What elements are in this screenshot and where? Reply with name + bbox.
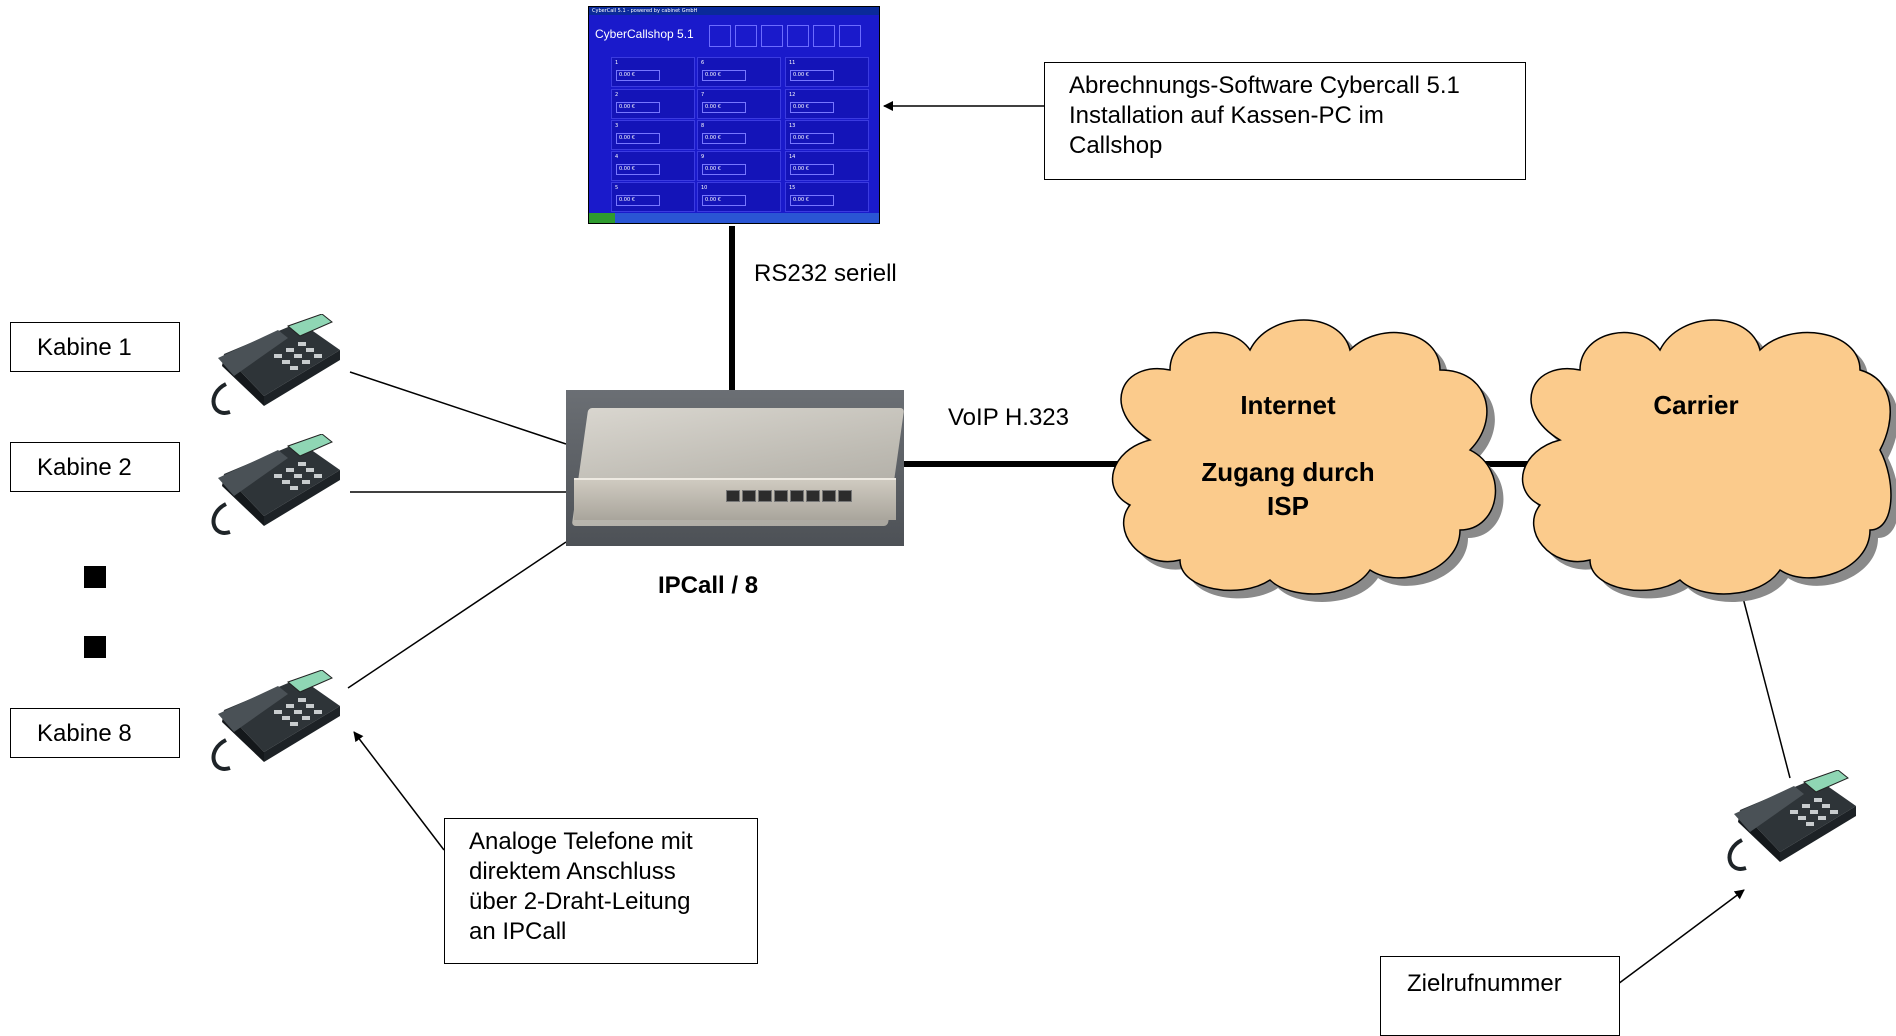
ipcall-device	[566, 390, 904, 546]
cybercall-screenshot: CyberCall 5.1 - powered by cabinet GmbH …	[588, 6, 880, 224]
screenshot-cell-value: 0.00 €	[790, 164, 834, 175]
screenshot-cabin-cell: 9 0.00 €	[697, 151, 781, 181]
screenshot-cell-number: 4	[615, 154, 619, 160]
cabin8-line	[347, 541, 567, 689]
internet-cloud	[1111, 319, 1504, 602]
device-port	[838, 490, 852, 502]
device-port	[758, 490, 772, 502]
rs232-label: RS232 seriell	[754, 260, 897, 287]
screenshot-cabin-cell: 15 0.00 €	[785, 182, 869, 212]
screenshot-tab	[735, 25, 757, 47]
telephone-icon	[1727, 770, 1856, 871]
screenshot-cabin-cell: 13 0.00 €	[785, 120, 869, 150]
device-port	[822, 490, 836, 502]
ellipsis-square	[84, 566, 106, 588]
target-arrow	[1617, 889, 1745, 985]
cabin1-line	[349, 371, 567, 445]
screenshot-cell-value: 0.00 €	[616, 133, 660, 144]
cabin-2-box: Kabine 2	[10, 442, 180, 492]
device-port	[726, 490, 740, 502]
screenshot-taskbar	[589, 213, 879, 223]
screenshot-cabin-cell: 3 0.00 €	[611, 120, 695, 150]
screenshot-title: CyberCallshop 5.1	[595, 27, 694, 41]
internet-cloud-title: Internet	[1240, 390, 1336, 420]
device-port	[806, 490, 820, 502]
screenshot-cabin-cell: 1 0.00 €	[611, 57, 695, 87]
screenshot-cell-number: 9	[701, 154, 705, 160]
screenshot-cabin-cell: 8 0.00 €	[697, 120, 781, 150]
screenshot-cell-number: 7	[701, 92, 705, 98]
cybercall-description-box: Abrechnungs-Software Cybercall 5.1 Insta…	[1044, 62, 1526, 180]
screenshot-cell-number: 8	[701, 123, 705, 129]
screenshot-cell-number: 13	[789, 123, 796, 129]
screenshot-cell-number: 11	[789, 60, 796, 66]
analog-line-2: direktem Anschluss	[469, 858, 676, 885]
device-label: IPCall / 8	[658, 572, 759, 599]
screenshot-cell-number: 6	[701, 60, 705, 66]
screenshot-cabin-cell: 6 0.00 €	[697, 57, 781, 87]
screenshot-tab	[839, 25, 861, 47]
voip-label: VoIP H.323	[948, 404, 1069, 431]
screenshot-cell-number: 3	[615, 123, 619, 129]
screenshot-cell-value: 0.00 €	[702, 102, 746, 113]
analog-line-3: über 2-Draht-Leitung	[469, 888, 691, 915]
screenshot-cell-value: 0.00 €	[616, 195, 660, 206]
screenshot-cell-number: 10	[701, 185, 708, 191]
analog-phones-box: Analoge Telefone mit direktem Anschluss …	[444, 818, 758, 964]
analog-line-1: Analoge Telefone mit	[469, 828, 693, 855]
screenshot-cabin-cell: 11 0.00 €	[785, 57, 869, 87]
cybercall-line-2: Installation auf Kassen-PC im	[1069, 102, 1384, 129]
screenshot-cell-value: 0.00 €	[616, 102, 660, 113]
screenshot-cabin-cell: 12 0.00 €	[785, 89, 869, 119]
screenshot-cabin-cell: 7 0.00 €	[697, 89, 781, 119]
screenshot-cell-number: 2	[615, 92, 619, 98]
screenshot-cell-number: 12	[789, 92, 796, 98]
screenshot-cell-value: 0.00 €	[790, 102, 834, 113]
cabin-8-box: Kabine 8	[10, 708, 180, 758]
cybercall-line-1: Abrechnungs-Software Cybercall 5.1	[1069, 72, 1460, 99]
screenshot-cell-value: 0.00 €	[790, 70, 834, 81]
telephone-icon	[211, 314, 340, 415]
cabin-1-box: Kabine 1	[10, 322, 180, 372]
target-number-box: Zielrufnummer	[1380, 956, 1620, 1036]
screenshot-cabin-cell: 4 0.00 €	[611, 151, 695, 181]
screenshot-window-title: CyberCall 5.1 - powered by cabinet GmbH	[589, 7, 879, 15]
screenshot-tab	[761, 25, 783, 47]
telephone-icon	[211, 434, 340, 535]
screenshot-cell-value: 0.00 €	[790, 195, 834, 206]
telephone-icon	[211, 670, 340, 771]
screenshot-cabin-cell: 5 0.00 €	[611, 182, 695, 212]
screenshot-tab	[787, 25, 809, 47]
screenshot-cabin-cell: 10 0.00 €	[697, 182, 781, 212]
screenshot-cell-value: 0.00 €	[702, 195, 746, 206]
carrier-target-line	[1741, 593, 1791, 779]
screenshot-cell-number: 1	[615, 60, 619, 66]
screenshot-start-button	[589, 213, 615, 223]
internet-cloud-line-2: ISP	[1267, 491, 1309, 521]
screenshot-cell-value: 0.00 €	[702, 70, 746, 81]
screenshot-cell-value: 0.00 €	[702, 164, 746, 175]
screenshot-cell-value: 0.00 €	[702, 133, 746, 144]
screenshot-cell-number: 15	[789, 185, 796, 191]
device-port	[742, 490, 756, 502]
screenshot-cell-value: 0.00 €	[616, 70, 660, 81]
analog-arrow	[353, 731, 445, 851]
carrier-cloud-title: Carrier	[1653, 390, 1739, 420]
screenshot-cell-value: 0.00 €	[616, 164, 660, 175]
internet-cloud-line-1: Zugang durch	[1201, 457, 1375, 487]
screenshot-cabin-cell: 2 0.00 €	[611, 89, 695, 119]
device-port	[774, 490, 788, 502]
screenshot-cell-number: 14	[789, 154, 796, 160]
cybercall-line-3: Callshop	[1069, 132, 1163, 159]
ellipsis-square	[84, 636, 106, 658]
screenshot-cell-number: 5	[615, 185, 619, 191]
screenshot-cell-value: 0.00 €	[790, 133, 834, 144]
screenshot-tab	[813, 25, 835, 47]
analog-line-4: an IPCall	[469, 918, 567, 945]
device-port	[790, 490, 804, 502]
screenshot-cabin-cell: 14 0.00 €	[785, 151, 869, 181]
carrier-cloud	[1521, 319, 1896, 602]
screenshot-tab	[709, 25, 731, 47]
